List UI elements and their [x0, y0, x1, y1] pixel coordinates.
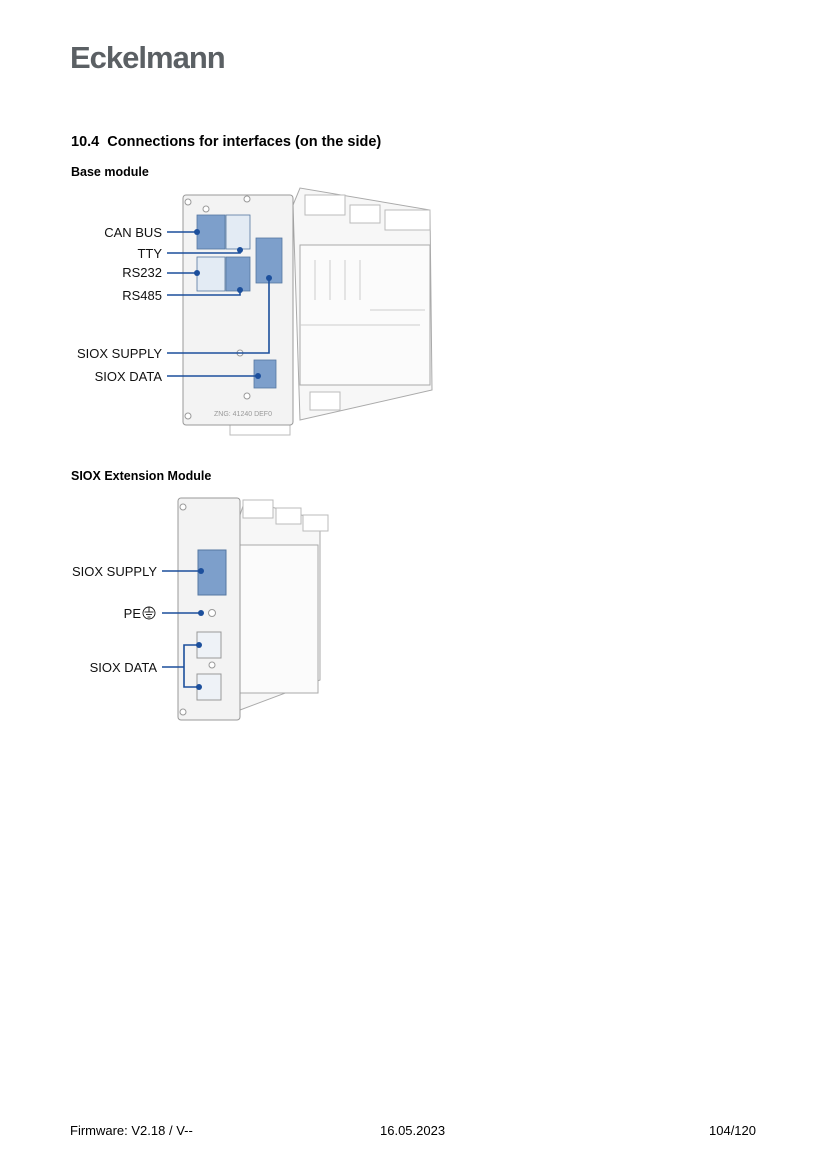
section-heading: 10.4 Connections for interfaces (on the … [71, 134, 381, 150]
drawing-number: ZNG: 41240 DEF0 [214, 411, 272, 418]
footer-date: 16.05.2023 [380, 1123, 446, 1138]
label-rs232: RS232 [122, 265, 162, 280]
base-module-heading: Base module [71, 165, 149, 179]
label-tty: TTY [137, 246, 162, 261]
footer-page: 104/120 [709, 1123, 756, 1138]
device-body [229, 187, 433, 436]
ground-icon [142, 606, 156, 620]
extension-module-heading: SIOX Extension Module [71, 469, 212, 483]
extension-module-figure: SIOX SUPPLY PE SIOX DATA [72, 497, 329, 721]
label-rs485: RS485 [122, 288, 162, 303]
label-siox-supply: SIOX SUPPLY [72, 564, 157, 579]
label-pe: PE [124, 606, 142, 621]
label-can-bus: CAN BUS [104, 225, 162, 240]
footer-firmware: Firmware: V2.18 / V-- [70, 1123, 193, 1138]
base-module-figure: ZNG: 41240 DEF0 CAN BUS TTY RS232 RS485 … [77, 187, 433, 436]
eckelmann-logo: Eckelmann [70, 40, 226, 75]
label-siox-data: SIOX DATA [95, 369, 163, 384]
section-title: Connections for interfaces (on the side) [107, 134, 382, 150]
label-siox-supply: SIOX SUPPLY [77, 346, 162, 361]
label-siox-data: SIOX DATA [90, 660, 158, 675]
section-number: 10.4 [71, 134, 100, 150]
